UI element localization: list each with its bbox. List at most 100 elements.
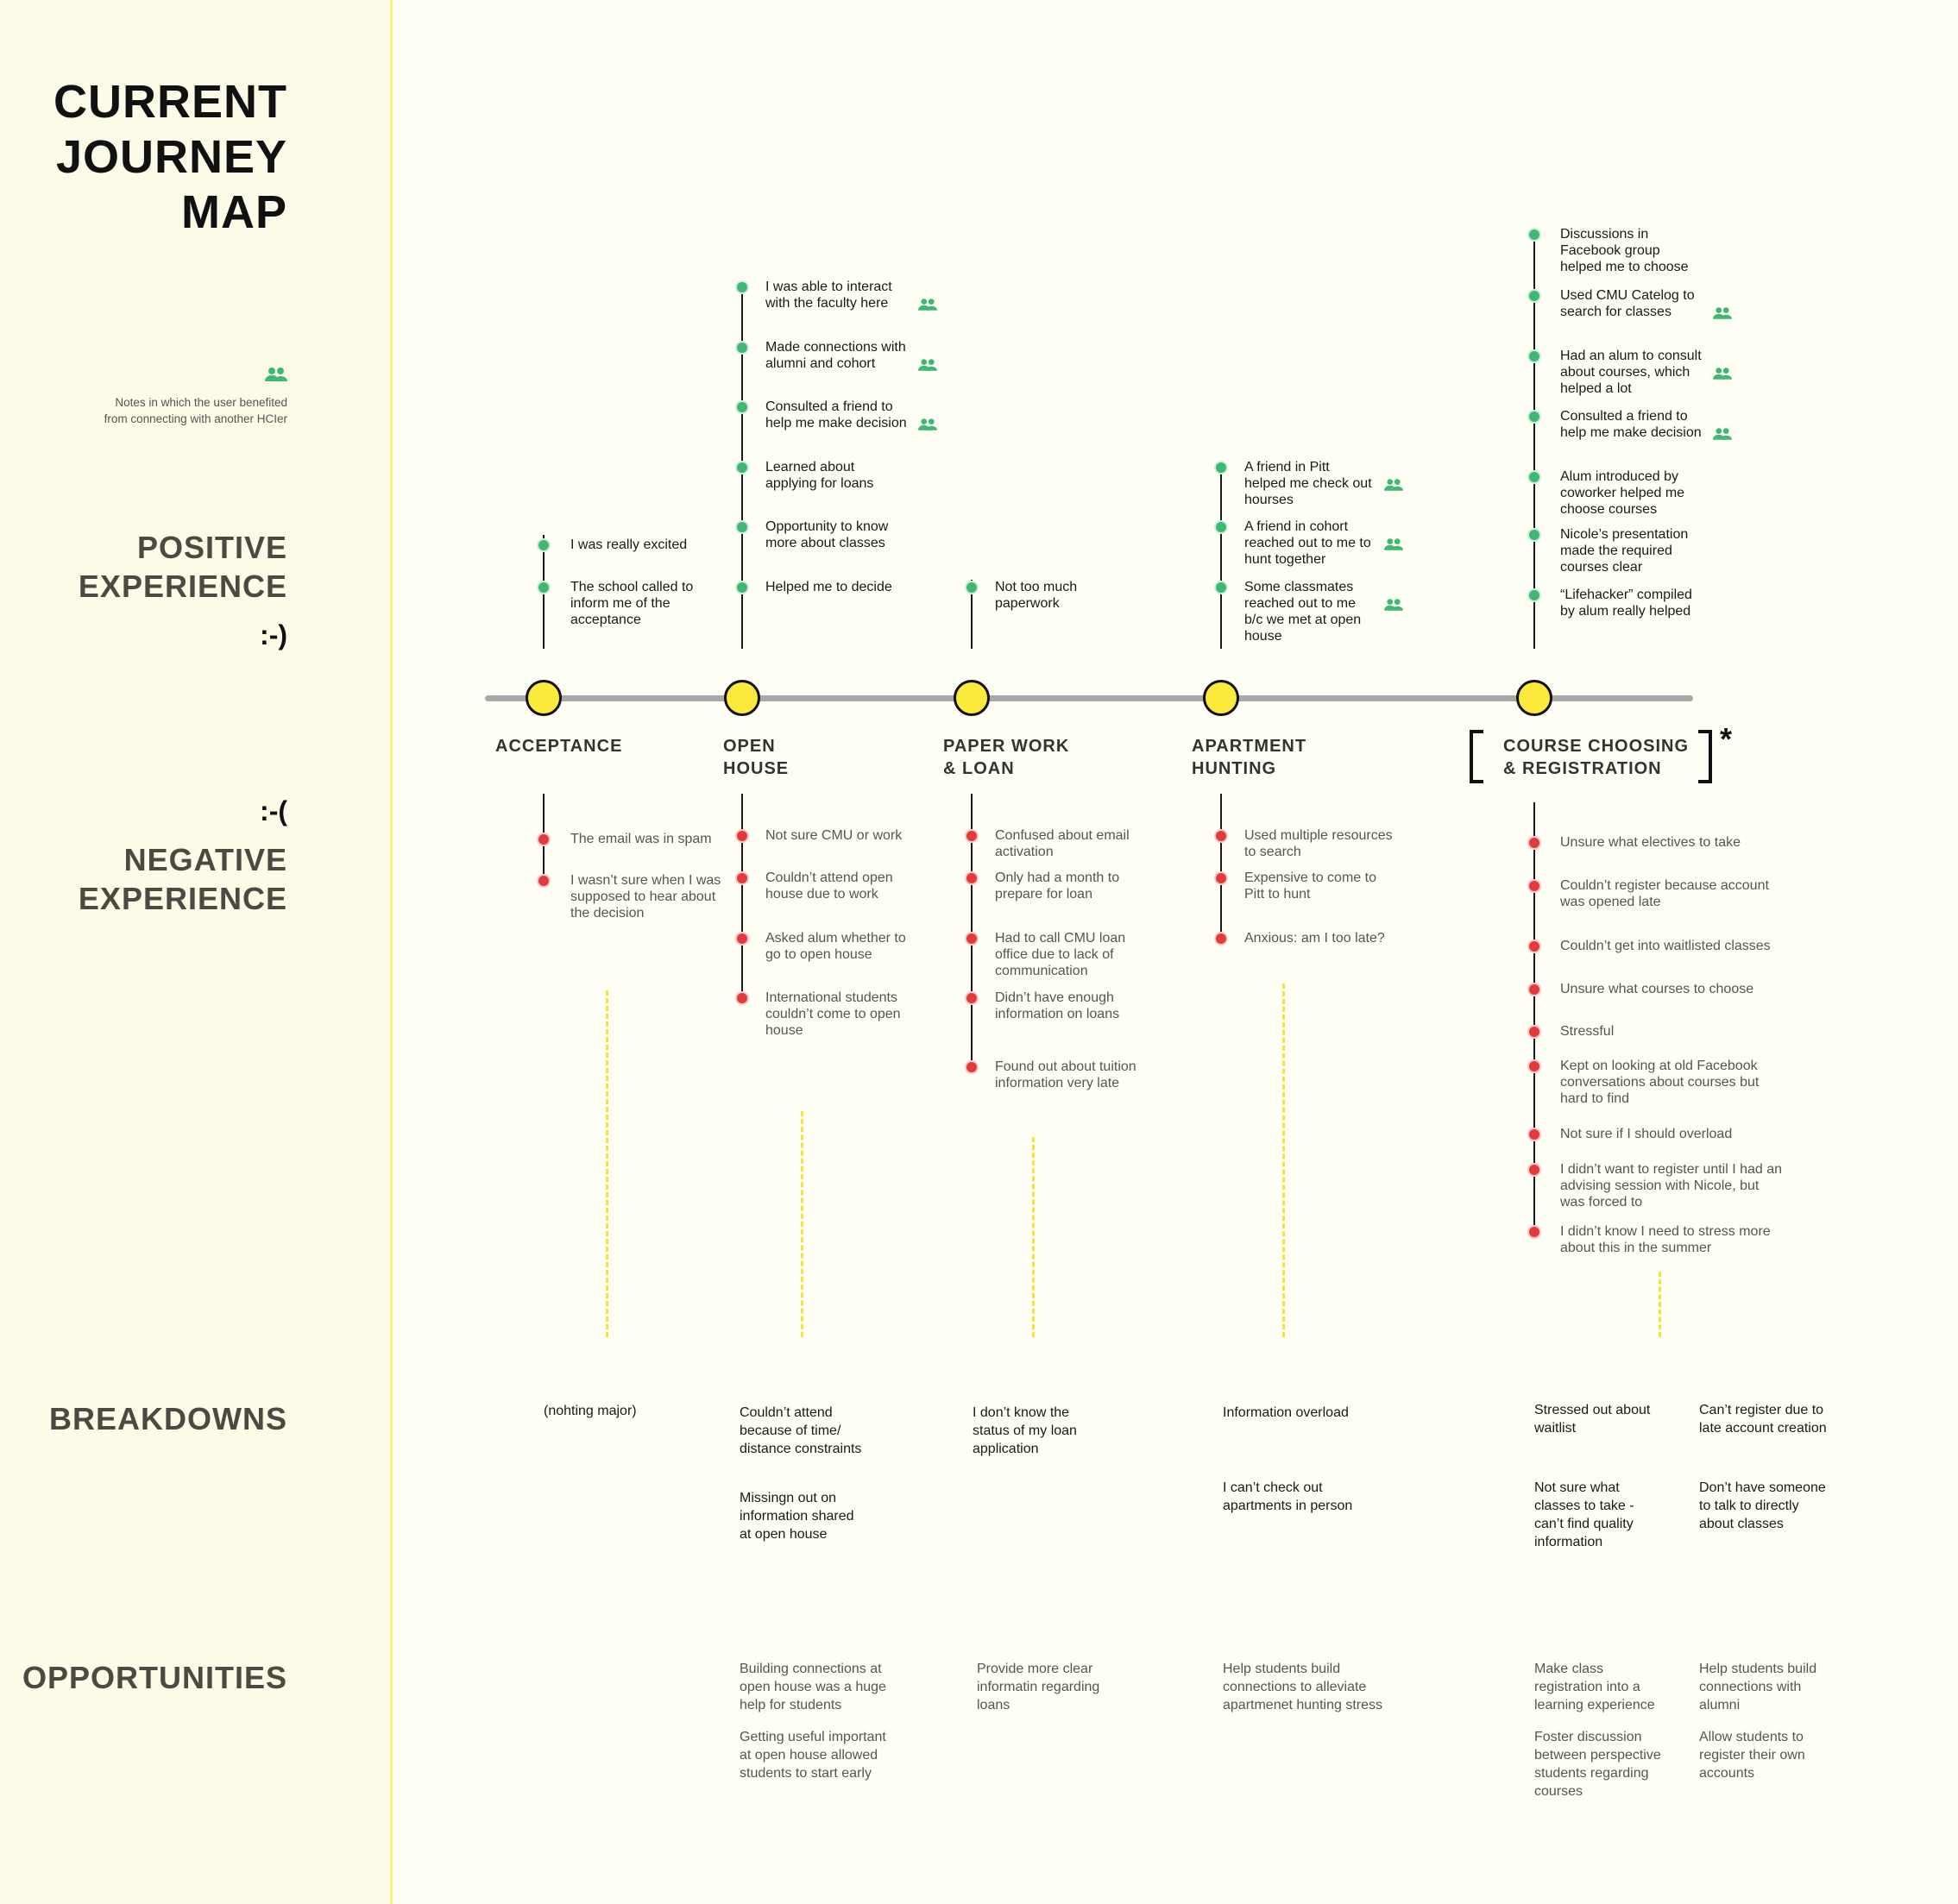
negative-experience-heading: NEGATIVE EXPERIENCE bbox=[79, 840, 287, 918]
negative-stem bbox=[971, 794, 973, 1067]
positive-note: Nicole’s presentation made the required … bbox=[1560, 527, 1689, 575]
heading-line: EXPERIENCE bbox=[78, 569, 287, 604]
positive-note: I was really excited bbox=[570, 537, 688, 552]
dashed-connector bbox=[606, 990, 608, 1337]
positive-stem bbox=[971, 580, 973, 649]
positive-dot bbox=[538, 540, 549, 550]
positive-dot bbox=[737, 462, 747, 473]
people-icon bbox=[1384, 479, 1403, 491]
positive-note: Some classmates reached out to me b/c we… bbox=[1244, 580, 1362, 644]
positive-dot bbox=[1529, 530, 1539, 540]
negative-dot bbox=[737, 873, 747, 883]
people-icon bbox=[1384, 538, 1403, 550]
positive-dot bbox=[1529, 590, 1539, 600]
positive-note: Discussions in Facebook group helped me … bbox=[1560, 227, 1689, 274]
bracket-right bbox=[1698, 730, 1712, 783]
breakdown-note: Stressed out about waitlist bbox=[1534, 1403, 1651, 1436]
heading-line: POSITIVE bbox=[136, 530, 287, 565]
positive-note: A friend in cohort reached out to me to … bbox=[1244, 519, 1371, 567]
positive-experience-heading: POSITIVE EXPERIENCE bbox=[79, 528, 287, 606]
heading-line: EXPERIENCE bbox=[78, 881, 287, 916]
stage-label-line: HUNTING bbox=[1192, 759, 1277, 778]
opportunity-note: Getting useful important at open house a… bbox=[740, 1730, 886, 1781]
positive-note: Used CMU Catelog to search for classes bbox=[1560, 288, 1695, 319]
negative-stem bbox=[1533, 802, 1535, 1232]
negative-note: Not sure CMU or work bbox=[765, 828, 903, 843]
timeline-track bbox=[485, 695, 1693, 701]
stage-label: ACCEPTANCE bbox=[495, 735, 622, 757]
positive-note: Alum introduced by coworker helped me ch… bbox=[1560, 469, 1685, 517]
stage-circle bbox=[1516, 680, 1552, 716]
title-line: MAP bbox=[181, 186, 287, 238]
bracket-left bbox=[1470, 730, 1483, 783]
opportunity-note: Help students build connections with alu… bbox=[1699, 1662, 1817, 1712]
people-icon bbox=[1713, 428, 1732, 440]
stage-label-line: ACCEPTANCE bbox=[495, 737, 623, 756]
positive-note: Opportunity to know more about classes bbox=[765, 519, 889, 550]
opportunity-note: Foster discussion between perspective st… bbox=[1534, 1730, 1661, 1799]
stage-circle bbox=[954, 680, 990, 716]
negative-note: Found out about tuition information very… bbox=[995, 1059, 1136, 1090]
negative-note: Not sure if I should overload bbox=[1560, 1127, 1733, 1141]
people-icon bbox=[265, 368, 287, 381]
negative-dot bbox=[737, 993, 747, 1003]
positive-dot bbox=[737, 342, 747, 353]
stage-label: PAPER WORK& LOAN bbox=[943, 735, 1069, 780]
negative-dot bbox=[538, 834, 549, 845]
dashed-connector bbox=[1659, 1272, 1661, 1337]
negative-dot bbox=[1529, 1165, 1539, 1175]
people-icon bbox=[1384, 599, 1403, 611]
people-icon bbox=[918, 418, 937, 430]
negative-note: Kept on looking at old Facebook conversa… bbox=[1560, 1059, 1760, 1106]
negative-note: International students couldn’t come to … bbox=[765, 990, 901, 1038]
positive-note: Consulted a friend to help me make decis… bbox=[765, 399, 907, 430]
opportunity-note: Help students build connections to allev… bbox=[1223, 1662, 1382, 1712]
negative-dot bbox=[966, 873, 977, 883]
negative-note: Couldn’t attend open house due to work bbox=[765, 870, 893, 902]
stage-label-line: & REGISTRATION bbox=[1503, 759, 1662, 778]
stage-label-line: APARTMENT bbox=[1192, 737, 1307, 756]
stage-label-line: HOUSE bbox=[723, 759, 790, 778]
negative-note: Anxious: am I too late? bbox=[1244, 931, 1385, 946]
opportunity-note: Provide more clear informatin regarding … bbox=[977, 1662, 1100, 1712]
breakdown-note: Can’t register due to late account creat… bbox=[1699, 1403, 1827, 1436]
negative-dot bbox=[1529, 941, 1539, 952]
negative-note: Used multiple resources to search bbox=[1244, 828, 1393, 859]
stage-label-line: COURSE CHOOSING bbox=[1503, 737, 1690, 756]
negative-dot bbox=[966, 993, 977, 1003]
negative-dot bbox=[1529, 1129, 1539, 1140]
negative-note: Expensive to come to Pitt to hunt bbox=[1244, 870, 1376, 902]
asterisk: * bbox=[1720, 721, 1733, 757]
positive-dot bbox=[737, 582, 747, 593]
positive-dot bbox=[1529, 351, 1539, 361]
positive-note: Helped me to decide bbox=[765, 580, 892, 594]
people-icon bbox=[918, 359, 937, 371]
people-icon bbox=[1713, 368, 1732, 380]
dashed-connector bbox=[1282, 983, 1285, 1337]
people-icon bbox=[918, 298, 937, 311]
negative-dot bbox=[1529, 984, 1539, 995]
negative-dot bbox=[1216, 831, 1226, 841]
opportunity-note: Make class registration into a learning … bbox=[1534, 1662, 1655, 1712]
positive-dot bbox=[1529, 229, 1539, 240]
negative-note: Unsure what electives to take bbox=[1560, 835, 1741, 850]
breakdown-note: Information overload bbox=[1223, 1405, 1349, 1420]
heading-line: NEGATIVE bbox=[123, 842, 287, 877]
negative-note: Unsure what courses to choose bbox=[1560, 982, 1754, 996]
page-title: CURRENT JOURNEY MAP bbox=[54, 74, 287, 240]
stage-label-line: PAPER WORK bbox=[943, 737, 1070, 756]
positive-dot bbox=[538, 582, 549, 593]
negative-note: I wasn’t sure when I was supposed to hea… bbox=[570, 873, 721, 921]
stage-circle bbox=[526, 680, 562, 716]
negative-note: Didn’t have enough information on loans bbox=[995, 990, 1120, 1021]
opportunity-note: Allow students to register their own acc… bbox=[1699, 1730, 1805, 1781]
sidebar-panel bbox=[0, 0, 393, 1904]
negative-note: Asked alum whether to go to open house bbox=[765, 931, 906, 962]
breakdowns-heading: BREAKDOWNS bbox=[49, 1401, 287, 1436]
positive-note: Consulted a friend to help me make decis… bbox=[1560, 409, 1702, 440]
negative-note: I didn’t want to register until I had an… bbox=[1560, 1162, 1783, 1210]
breakdown-note: Couldn’t attend because of time/ distanc… bbox=[740, 1405, 862, 1456]
positive-dot bbox=[1529, 412, 1539, 422]
breakdown-note: I don’t know the status of my loan appli… bbox=[973, 1405, 1077, 1456]
negative-note: Stressful bbox=[1560, 1024, 1615, 1039]
